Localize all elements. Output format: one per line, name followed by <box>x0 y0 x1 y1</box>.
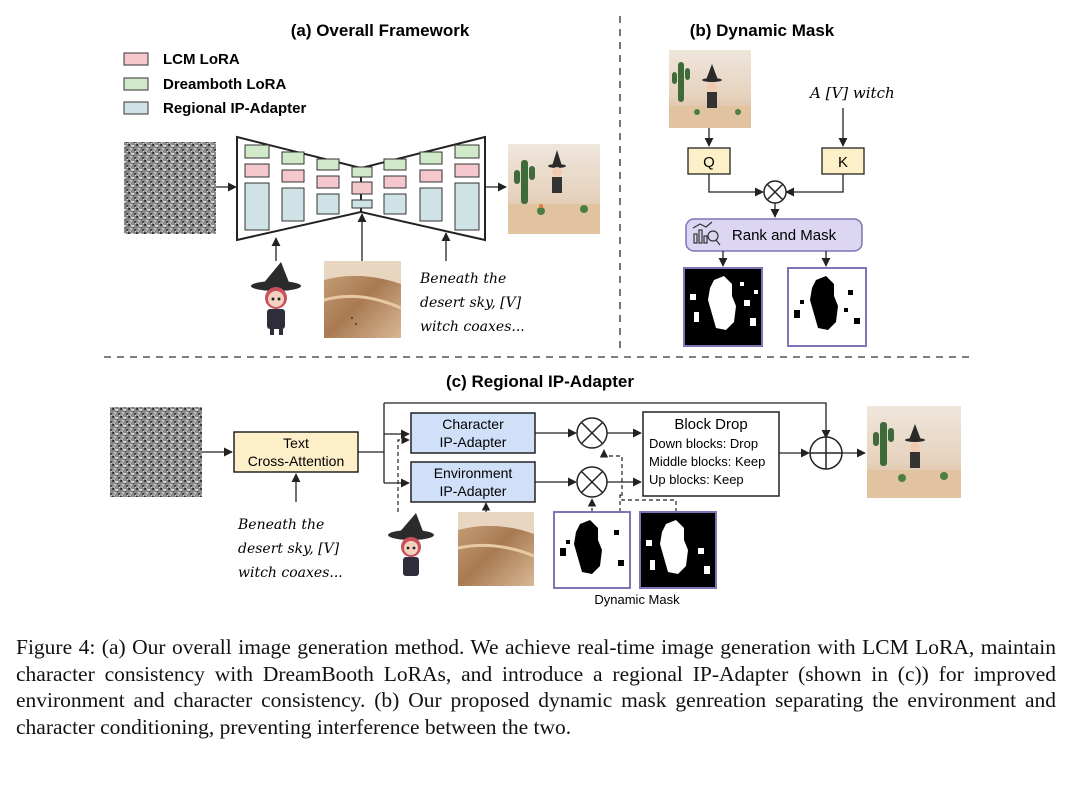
dynamic-mask-label: Dynamic Mask <box>594 592 680 607</box>
rank-mask-label: Rank and Mask <box>732 227 837 244</box>
figure-diagram: (a) Overall Framework LCM LoRA Dreamboth… <box>104 16 972 607</box>
character-ip-adapter-box <box>410 412 536 454</box>
k-label: K <box>838 154 848 171</box>
text-prompt-b: A [V] witch <box>808 84 895 102</box>
noise-input-image-c <box>110 407 202 497</box>
legend-swatch-regional <box>123 101 149 115</box>
mask-environment-c <box>639 511 717 589</box>
environment-adapter-line-2: IP-Adapter <box>440 483 507 499</box>
legend-label-dreambooth: Dreamboth LoRA <box>163 76 287 93</box>
text-cross-attention-box <box>233 431 359 473</box>
multiply-operator-character <box>576 417 608 449</box>
block-drop-box <box>642 411 780 497</box>
character-image-a <box>237 261 314 338</box>
environment-adapter-line-1: Environment <box>434 465 513 481</box>
prompt-c-line-2: desert sky, [V] <box>238 541 340 557</box>
noise-input-image <box>124 142 216 234</box>
q-box <box>687 147 731 175</box>
prompt-c-line-3: witch coaxes... <box>238 565 343 581</box>
character-adapter-line-1: Character <box>442 416 504 432</box>
prompt-a-line-3: witch coaxes... <box>420 319 525 335</box>
rank-mask-box <box>685 218 863 252</box>
panel-b-title: (b) Dynamic Mask <box>690 21 835 40</box>
text-cross-attention-line-2: Cross-Attention <box>248 453 344 469</box>
multiply-operator-environment <box>576 466 608 498</box>
environment-ip-adapter-box <box>410 461 536 503</box>
figure-caption: Figure 4: (a) Our overall image generati… <box>16 635 1056 739</box>
character-adapter-line-2: IP-Adapter <box>440 434 507 450</box>
block-drop-title: Block Drop <box>674 416 747 433</box>
block-drop-line-1: Down blocks: Drop <box>649 436 758 451</box>
multiply-operator-b <box>763 180 787 204</box>
mask-character-c <box>553 511 631 589</box>
mask-character-b <box>787 267 867 347</box>
panel-a-title: (a) Overall Framework <box>291 21 470 40</box>
block-drop-line-2: Middle blocks: Keep <box>649 454 765 469</box>
legend-swatch-lcm <box>123 52 149 66</box>
legend-swatch-dreambooth <box>123 77 149 91</box>
environment-image-a <box>323 261 402 338</box>
panel-c-title: (c) Regional IP-Adapter <box>446 372 634 391</box>
prompt-a-line-1: Beneath the <box>419 271 506 287</box>
text-cross-attention-line-1: Text <box>283 435 309 451</box>
add-operator <box>809 436 843 470</box>
chart-search-icon <box>692 221 721 246</box>
output-image-c <box>867 406 961 498</box>
legend: LCM LoRA Dreamboth LoRA Regional IP-Adap… <box>123 51 307 117</box>
reference-image-b <box>669 50 751 128</box>
prompt-c-line-1: Beneath the <box>237 517 324 533</box>
prompt-a-line-2: desert sky, [V] <box>420 295 522 311</box>
environment-image-c <box>457 512 535 586</box>
legend-label-lcm: LCM LoRA <box>163 51 240 68</box>
output-image-a <box>508 144 600 234</box>
unet-blocks <box>244 144 480 231</box>
character-image-c <box>376 512 448 586</box>
q-label: Q <box>703 154 715 171</box>
legend-label-regional: Regional IP-Adapter <box>163 100 307 117</box>
mask-environment-b <box>683 267 763 347</box>
block-drop-line-3: Up blocks: Keep <box>649 472 744 487</box>
